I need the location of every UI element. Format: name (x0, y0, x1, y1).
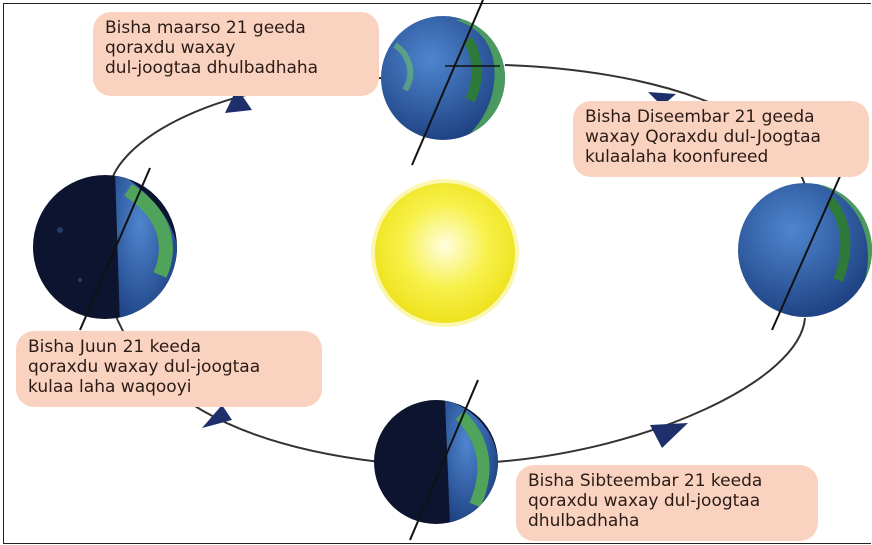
earth-september-icon (374, 380, 498, 540)
orbit-arrow-bottom-right (650, 423, 688, 448)
earth-december-icon (738, 165, 872, 330)
label-december: Bisha Diseembar 21 geeda waxay Qoraxdu d… (573, 101, 869, 177)
earth-march-icon (381, 0, 505, 165)
earth-june-icon (33, 168, 178, 330)
label-june: Bisha Juun 21 keeda qoraxdu waxay dul-jo… (16, 331, 322, 407)
sun-icon (371, 179, 519, 327)
label-march: Bisha maarso 21 geeda qoraxdu waxay dul-… (93, 12, 379, 96)
label-september: Bisha Sibteembar 21 keeda qoraxdu waxay … (516, 465, 818, 541)
orbit-arrow-bottom-left (202, 405, 232, 428)
